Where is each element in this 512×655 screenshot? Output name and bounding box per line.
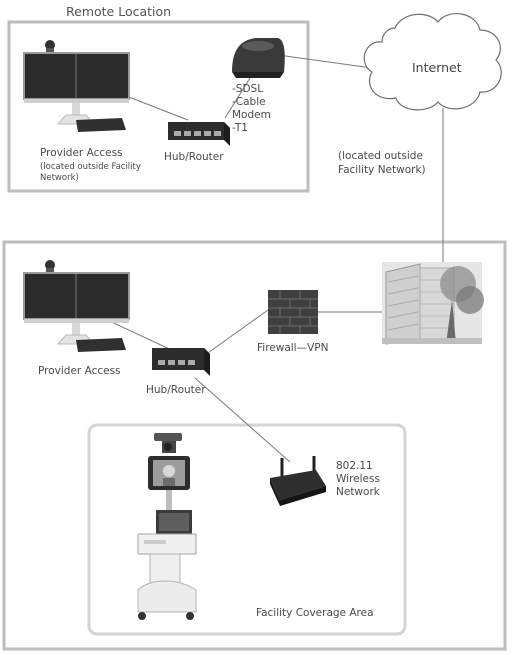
remote-hub-router-label: Hub/Router [164, 151, 224, 163]
remote-location-box [7, 20, 310, 193]
facility-provider-access-label: Provider Access [38, 365, 121, 377]
firewall-vpn-label: Firewall—VPN [257, 342, 329, 354]
internet-note-line-2: Facility Network) [338, 164, 426, 176]
facility-network-box [2, 240, 507, 651]
internet-note-line-1: (located outside [338, 150, 423, 162]
wireless-network-label: 802.11 Wireless Network [336, 460, 380, 499]
remote-monitor-icon [23, 40, 130, 132]
facility-coverage-area-label: Facility Coverage Area [256, 607, 374, 619]
firewall-icon [268, 290, 318, 334]
modem-type-cable: -Cable [232, 96, 266, 108]
facility-hub-router-label: Hub/Router [146, 384, 206, 396]
wireless-router-icon [270, 456, 326, 506]
wireless-line-1: 802.11 [336, 460, 373, 472]
facility-coverage-box [87, 423, 407, 636]
modem-type-t1: -T1 [232, 122, 248, 134]
internet-cloud-icon [363, 13, 502, 111]
remote-location-title: Remote Location [64, 4, 174, 19]
modem-types-list: -SDSL -Cable Modem -T1 [232, 83, 271, 135]
facility-building-icon [382, 262, 484, 345]
facility-hub-router-icon [152, 348, 210, 376]
internet-label: Internet [412, 60, 462, 75]
wireless-line-2: Wireless [336, 473, 380, 485]
modem-type-modem: Modem [232, 109, 271, 121]
wireless-line-3: Network [336, 486, 380, 498]
telemedicine-cart-icon [137, 433, 197, 620]
modem-type-sdsl: -SDSL [232, 83, 264, 95]
facility-monitor-icon [23, 260, 130, 352]
remote-hub-router-icon [168, 122, 230, 146]
remote-provider-access-label: Provider Access [40, 147, 123, 159]
remote-provider-note-line-1: (located outside Facility [40, 162, 141, 172]
connection-lines [89, 54, 444, 463]
remote-provider-note-line-2: Network) [40, 173, 79, 183]
modem-icon [232, 38, 285, 78]
